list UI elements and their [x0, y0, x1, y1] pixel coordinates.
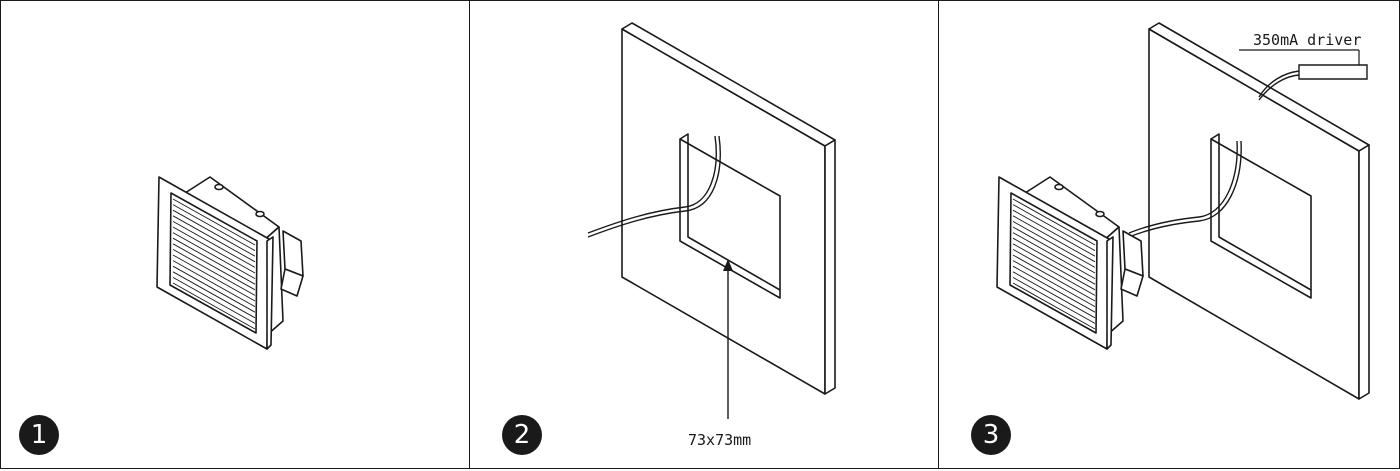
louvre-line	[1012, 277, 1096, 324]
louvre-line	[1012, 271, 1096, 319]
step-2-panel: 2 73x73mm	[469, 0, 940, 469]
step-2-illustration	[587, 22, 836, 419]
louvre-line	[1012, 260, 1096, 307]
louvre-line	[172, 277, 256, 324]
louvre-line	[172, 221, 256, 268]
louvre-line	[1012, 215, 1096, 263]
louvre-line	[172, 232, 256, 279]
driver-box	[1298, 64, 1368, 80]
step-1-panel: 1	[0, 0, 471, 469]
louvre-line	[172, 226, 256, 274]
louvre-line	[172, 260, 256, 307]
louvre-line	[172, 215, 256, 263]
step-1-illustration	[156, 176, 304, 350]
step-3-fixture	[996, 176, 1144, 350]
louvre-line	[1012, 265, 1096, 313]
louvre-line	[1012, 282, 1096, 330]
step-3-cable	[1128, 140, 1238, 234]
cutout-dimension-label: 73x73mm	[688, 431, 752, 449]
step-3-badge: 3	[971, 415, 1011, 455]
louvre-line	[1012, 198, 1096, 246]
louvre-line	[172, 265, 256, 313]
step-2-wall	[621, 22, 836, 395]
louvre-line	[172, 271, 256, 319]
louvre-line	[1012, 243, 1096, 291]
louvre-line	[1012, 254, 1096, 302]
step-2-badge: 2	[502, 415, 542, 455]
step-3-panel: 3 350mA driver	[938, 0, 1400, 469]
step-3-cutout	[1210, 138, 1312, 299]
louvre-line	[1012, 237, 1096, 285]
louvre-line	[172, 209, 256, 257]
louvre-line	[172, 243, 256, 291]
louvre-line	[172, 204, 256, 251]
louvre-line	[172, 249, 256, 296]
step-3-illustration	[996, 22, 1370, 400]
step-1-badge: 1	[19, 415, 59, 455]
louvre-line	[172, 282, 256, 330]
step-1-fixture	[156, 176, 304, 350]
driver-cable	[1258, 70, 1300, 98]
louvre-line	[172, 237, 256, 285]
louvre-line	[1012, 232, 1096, 279]
louvre-line	[1012, 209, 1096, 257]
driver-label: 350mA driver	[1253, 31, 1362, 49]
louvre-line	[1012, 221, 1096, 268]
louvre-line	[1012, 204, 1096, 251]
louvre-line	[172, 254, 256, 302]
louvre-line	[1012, 249, 1096, 296]
louvre-line	[1012, 226, 1096, 274]
step-2-cable	[587, 135, 717, 234]
louvre-line	[172, 198, 256, 246]
step-3-wall	[1148, 22, 1370, 400]
